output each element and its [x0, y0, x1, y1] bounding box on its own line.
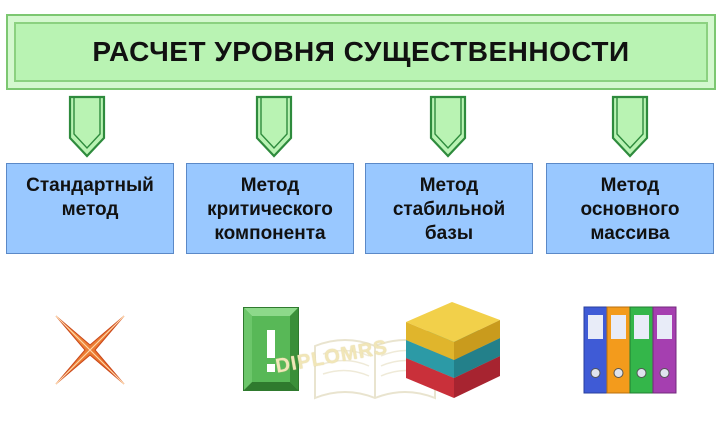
- method-label: Стандартный метод: [26, 175, 154, 220]
- exclamation-sign-icon: [243, 307, 299, 391]
- book-watermark-icon: [314, 339, 436, 400]
- down-arrow-icon: [429, 95, 467, 158]
- diagram-title: РАСЧЕТ УРОВНЯ СУЩЕСТВЕННОСТИ: [92, 36, 630, 67]
- binders-icon: [583, 306, 677, 394]
- method-box-stable-base: Метод стабильной базы: [365, 163, 533, 254]
- title-inner: РАСЧЕТ УРОВНЯ СУЩЕСТВЕННОСТИ: [18, 26, 704, 78]
- method-label: Метод основного массива: [580, 175, 680, 244]
- method-box-critical-component: Метод критического компонента: [186, 163, 354, 254]
- down-arrow-icon: [255, 95, 293, 158]
- stacked-blocks-icon: [406, 302, 500, 398]
- title-box: РАСЧЕТ УРОВНЯ СУЩЕСТВЕННОСТИ: [6, 14, 716, 90]
- method-label: Метод критического компонента: [207, 175, 333, 244]
- down-arrow-icon: [611, 95, 649, 158]
- method-label: Метод стабильной базы: [392, 175, 506, 244]
- method-box-main-array: Метод основного массива: [546, 163, 714, 254]
- method-box-standard: Стандартный метод: [6, 163, 174, 254]
- down-arrow-icon: [68, 95, 106, 158]
- crossed-pencils-icon: [55, 315, 125, 385]
